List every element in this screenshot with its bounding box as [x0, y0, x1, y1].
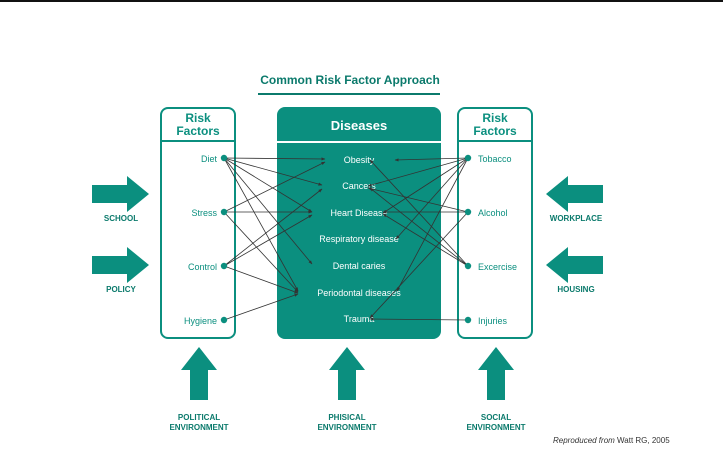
- right-connectors: [367, 157, 469, 321]
- left-factor-stress: Stress: [191, 208, 217, 218]
- label-political: POLITICAL: [177, 413, 221, 422]
- top-border: [0, 0, 723, 2]
- connector-diet-cancers: [223, 157, 323, 186]
- dot-diet: [220, 154, 228, 162]
- dot-injuries: [464, 316, 472, 324]
- label-policy: POLICY: [106, 285, 136, 294]
- label-social-environment: SOCIAL ENVIRONMENT: [456, 413, 536, 433]
- left-connectors: [223, 157, 326, 321]
- dot-alcohol: [464, 208, 472, 216]
- connector-tobacco-heart: [382, 157, 469, 214]
- label-phisical-environment: PHISICAL ENVIRONMENT: [307, 413, 387, 433]
- dot-excercise: [464, 262, 472, 270]
- connector-tobacco-periodontal: [396, 157, 469, 292]
- connector-hygiene-periodontal: [223, 293, 299, 321]
- diseases-heading: Diseases: [330, 118, 388, 133]
- label-political-env: ENVIRONMENT: [169, 423, 229, 432]
- left-heading-line-2: Factors: [176, 124, 220, 138]
- arrow-social: [478, 347, 514, 400]
- connector-control-periodontal: [223, 265, 299, 294]
- connector-tobacco-respiratory: [395, 157, 469, 240]
- label-social-env: ENVIRONMENT: [466, 423, 526, 432]
- credit-italic: Reproduced from: [553, 436, 615, 445]
- disease-dental-caries: Dental caries: [332, 261, 386, 271]
- connector-diet-obesity: [223, 157, 326, 161]
- left-factor-hygiene: Hygiene: [183, 316, 217, 326]
- right-side-arrows: [546, 176, 603, 283]
- label-phisical-env: ENVIRONMENT: [317, 423, 377, 432]
- label-workplace: WORKPLACE: [549, 214, 603, 223]
- connector-excercise-cancers: [369, 187, 469, 267]
- connector-diet-dental: [223, 157, 313, 265]
- label-school: SCHOOL: [103, 214, 139, 223]
- disease-obesity: Obesity: [343, 155, 375, 165]
- disease-heart-disease: Heart Disease: [330, 208, 388, 218]
- connector-alcohol-trauma: [369, 211, 469, 319]
- connector-tobacco-cancers: [367, 157, 469, 187]
- connector-injuries-trauma: [369, 317, 469, 321]
- arrow-school: [92, 176, 149, 212]
- arrow-policy: [92, 247, 149, 283]
- right-factor-injuries: Injuries: [478, 316, 508, 326]
- disease-trauma: Trauma: [343, 314, 375, 324]
- bottom-arrows: [181, 347, 514, 400]
- source-credit: Reproduced from Watt RG, 2005: [553, 436, 670, 445]
- dot-stress: [220, 208, 228, 216]
- connector-diet-heart: [223, 157, 313, 213]
- connector-alcohol-cancers: [367, 187, 469, 213]
- factor-dots: [220, 154, 472, 324]
- left-side-arrows: [92, 176, 149, 283]
- connector-diet-periodontal: [223, 157, 299, 292]
- connector-control-cancers: [223, 188, 323, 267]
- diseases-heading-divider: [277, 141, 441, 143]
- left-factor-control: Control: [187, 262, 217, 272]
- arrow-political: [181, 347, 217, 400]
- left-risk-factors-heading: Risk Factors: [160, 112, 236, 138]
- right-factor-excercise: Excercise: [478, 262, 518, 272]
- connector-tobacco-obesity: [394, 157, 469, 162]
- arrow-phisical: [329, 347, 365, 400]
- arrow-workplace: [546, 176, 603, 212]
- dot-hygiene: [220, 316, 228, 324]
- right-factor-alcohol: Alcohol: [478, 208, 508, 218]
- connector-control-heart: [223, 214, 313, 267]
- left-heading-divider: [160, 140, 236, 142]
- connector-excercise-obesity: [369, 159, 469, 267]
- right-factor-tobacco: Tobacco: [478, 154, 512, 164]
- right-heading-divider: [457, 140, 533, 142]
- right-risk-factors-heading: Risk Factors: [457, 112, 533, 138]
- label-housing: HOUSING: [557, 285, 595, 294]
- disease-cancers: Cancers: [342, 181, 376, 191]
- disease-periodontal: Periodontal diseases: [317, 288, 401, 298]
- left-risk-factors-box: [160, 107, 236, 339]
- credit-rest: Watt RG, 2005: [614, 436, 670, 445]
- arrow-housing: [546, 247, 603, 283]
- label-political-environment: POLITICAL ENVIRONMENT: [159, 413, 239, 433]
- left-heading-line-1: Risk: [185, 111, 211, 125]
- connector-stress-periodontal: [223, 211, 299, 293]
- dot-control: [220, 262, 228, 270]
- dot-tobacco: [464, 154, 472, 162]
- connector-stress-obesity: [223, 161, 326, 213]
- disease-respiratory: Respiratory disease: [319, 234, 399, 244]
- right-heading-line-1: Risk: [482, 111, 508, 125]
- label-social: SOCIAL: [480, 413, 512, 422]
- right-heading-line-2: Factors: [473, 124, 517, 138]
- diagram-title: Common Risk Factor Approach: [260, 73, 440, 87]
- label-phisical: PHISICAL: [328, 413, 366, 422]
- title-underline: [258, 93, 440, 95]
- connector-excercise-heart: [382, 213, 469, 267]
- left-factor-diet: Diet: [200, 154, 217, 164]
